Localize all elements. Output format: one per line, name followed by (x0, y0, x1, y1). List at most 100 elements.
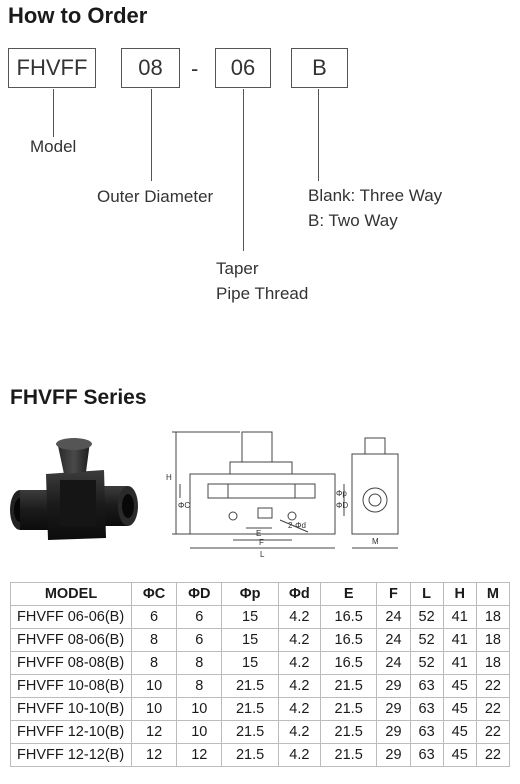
table-cell: 45 (442, 720, 477, 744)
leader-model (53, 89, 54, 137)
table-cell: 63 (409, 697, 444, 721)
dim-label-h: H (166, 473, 172, 482)
code-way: B (312, 55, 327, 80)
table-cell: 10 (130, 674, 178, 698)
table-cell: 4.2 (277, 605, 321, 629)
table-cell: 52 (409, 605, 444, 629)
col-m: M (475, 582, 511, 606)
table-cell: 15 (221, 651, 279, 675)
table-cell: 29 (376, 720, 411, 744)
table-cell: 21.5 (221, 743, 279, 767)
table-cell: 10 (130, 697, 178, 721)
code-model: FHVFF (16, 55, 88, 80)
table-cell: 24 (376, 628, 411, 652)
table-cell: 21.5 (319, 720, 378, 744)
code-separator: - (191, 56, 199, 81)
table-cell: 16.5 (319, 651, 378, 675)
dim-label-f: F (259, 538, 264, 547)
table-cell: 41 (442, 605, 477, 629)
label-three-way: Blank: Three Way (308, 186, 443, 205)
dim-label-l: L (260, 550, 265, 559)
code-model-box: FHVFF (8, 48, 96, 88)
col-f: F (376, 582, 411, 606)
table-cell: 10 (176, 697, 223, 721)
code-thread: 06 (230, 55, 256, 80)
how-to-order-title: How to Order (8, 3, 148, 28)
table-cell: 16.5 (319, 628, 378, 652)
table-cell: 45 (442, 674, 477, 698)
dimension-drawing: H ΦC E F L ΦD Φp 2-Φd M (166, 431, 399, 559)
table-cell: 8 (176, 674, 223, 698)
table-cell-model: FHVFF 12-10(B) (10, 720, 132, 744)
table-cell: 21.5 (319, 697, 378, 721)
table-cell: 18 (475, 651, 511, 675)
dim-label-phic: ΦC (178, 501, 190, 510)
code-way-box: B (291, 48, 348, 88)
table-cell: 24 (376, 651, 411, 675)
table-cell: 21.5 (319, 743, 378, 767)
table-cell-model: FHVFF 10-08(B) (10, 674, 132, 698)
table-cell: 29 (376, 674, 411, 698)
table-cell: 8 (130, 651, 178, 675)
table-cell-model: FHVFF 12-12(B) (10, 743, 132, 767)
dim-label-e: E (256, 529, 261, 538)
code-thread-box: 06 (215, 48, 271, 88)
table-cell: 8 (176, 651, 223, 675)
table-cell: 63 (409, 674, 444, 698)
table-cell: 21.5 (221, 674, 279, 698)
table-cell: 18 (475, 605, 511, 629)
table-cell: 4.2 (277, 720, 321, 744)
table-cell: 12 (130, 720, 178, 744)
table-cell: 6 (176, 605, 223, 629)
col-phip: Φp (221, 582, 279, 606)
leader-thread (243, 89, 244, 251)
table-cell: 21.5 (221, 697, 279, 721)
table-cell-model: FHVFF 10-10(B) (10, 697, 132, 721)
table-cell: 10 (176, 720, 223, 744)
dim-label-phip: Φp (336, 489, 347, 498)
table-cell: 41 (442, 628, 477, 652)
table-cell: 29 (376, 697, 411, 721)
table-cell: 29 (376, 743, 411, 767)
table-cell: 18 (475, 628, 511, 652)
label-two-way: B: Two Way (308, 211, 398, 230)
table-cell: 52 (409, 628, 444, 652)
table-cell: 22 (475, 743, 511, 767)
table-cell: 45 (442, 697, 477, 721)
label-outer-diameter: Outer Diameter (97, 187, 214, 206)
series-title: FHVFF Series (10, 386, 147, 409)
table-cell: 22 (475, 720, 511, 744)
table-cell: 16.5 (319, 605, 378, 629)
dim-label-m: M (372, 537, 379, 546)
table-cell: 22 (475, 674, 511, 698)
table-cell: 22 (475, 697, 511, 721)
table-cell: 63 (409, 743, 444, 767)
table-cell: 4.2 (277, 628, 321, 652)
table-cell-model: FHVFF 08-06(B) (10, 628, 132, 652)
col-model: MODEL (10, 582, 132, 606)
dim-label-phid: ΦD (336, 501, 348, 510)
table-cell-model: FHVFF 08-08(B) (10, 651, 132, 675)
leader-way (318, 89, 319, 181)
col-phic: ΦC (130, 582, 178, 606)
table-cell: 15 (221, 605, 279, 629)
spec-table: MODEL ΦC ΦD Φp Φd E F L H M FHVFF 06-06(… (10, 582, 511, 767)
table-cell-model: FHVFF 06-06(B) (10, 605, 132, 629)
table-cell: 63 (409, 720, 444, 744)
table-cell: 4.2 (277, 697, 321, 721)
table-cell: 4.2 (277, 674, 321, 698)
table-cell: 45 (442, 743, 477, 767)
table-cell: 6 (130, 605, 178, 629)
table-cell: 4.2 (277, 743, 321, 767)
col-l: L (409, 582, 444, 606)
dim-label-2phid: 2-Φd (288, 521, 306, 530)
table-cell: 4.2 (277, 651, 321, 675)
valve-product-image (10, 438, 138, 540)
code-outer-diameter-box: 08 (121, 48, 180, 88)
